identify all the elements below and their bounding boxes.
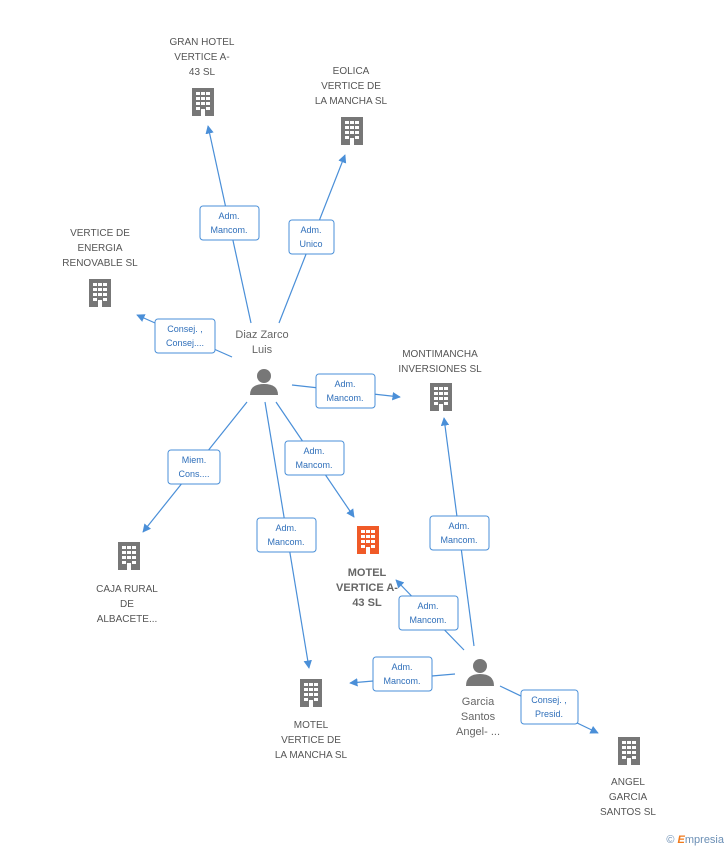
copyright-symbol: © [666,834,675,846]
edge-label-line2: Mancom. [440,535,477,545]
company-name-line2: VERTICE A- [174,52,229,63]
edge-label-line1: Consej. , [167,324,203,334]
company-node-eolica[interactable]: EOLICA VERTICE DE LA MANCHA SL [315,66,388,145]
edge-label-line1: Adm. [391,662,412,672]
company-name-line2: ENERGIA [77,243,122,254]
company-name-line1: EOLICA [333,66,370,77]
edge-label-line1: Adm. [300,225,321,235]
building-icon [118,542,140,570]
edge-label-line1: Adm. [448,521,469,531]
company-name-line3: SANTOS SL [600,807,656,818]
company-node-montimancha[interactable]: MONTIMANCHA INVERSIONES SL [398,349,482,411]
person-name-line2: Luis [252,344,273,356]
person-name-line2: Santos [461,711,496,723]
company-name-line1: CAJA RURAL [96,584,158,595]
company-node-caja-rural[interactable]: CAJA RURAL DE ALBACETE... [96,542,158,625]
edge-label-line2: Consej.... [166,338,204,348]
company-name-line1: MOTEL [294,720,329,731]
edge-label-line2: Cons.... [178,469,209,479]
edge-label-line2: Mancom. [383,676,420,686]
edge-label-garcia-motel-43[interactable]: Adm. Mancom. [398,595,459,631]
edge-label-garcia-motel-mancha[interactable]: Adm. Mancom. [372,656,433,692]
edge-label-diaz-montimancha[interactable]: Adm. Mancom. [315,373,376,409]
company-name-line1: ANGEL [611,777,645,788]
edge-label-line1: Adm. [334,379,355,389]
company-name-line3: LA MANCHA SL [315,96,388,107]
edge-label-diaz-motel-mancha[interactable]: Adm. Mancom. [256,517,317,553]
person-node-garcia-santos[interactable]: Garcia Santos Angel- ... [456,659,500,738]
brand-logo-initial: E [677,834,685,846]
company-name-line1: VERTICE DE [70,228,130,239]
building-icon [89,279,111,307]
building-icon [192,88,214,116]
edge-label-line1: Consej. , [531,695,567,705]
edge-label-line2: Mancom. [409,615,446,625]
company-node-angel-garcia-santos[interactable]: ANGEL GARCIA SANTOS SL [600,737,656,818]
building-icon [430,383,452,411]
edge-label-line1: Adm. [275,523,296,533]
edge-label-diaz-gran-hotel[interactable]: Adm. Mancom. [199,205,260,241]
person-name-line1: Diaz Zarco [235,329,288,341]
company-name-line3: ALBACETE... [97,614,158,625]
building-icon [341,117,363,145]
person-icon [250,369,278,395]
company-name-line2: VERTICE DE [281,735,341,746]
edge-label-garcia-montimancha[interactable]: Adm. Mancom. [429,515,490,551]
company-name-line1: MOTEL [348,567,387,579]
company-name-line2: INVERSIONES SL [398,364,482,375]
company-node-motel-vertice-a43[interactable]: MOTEL VERTICE A- 43 SL [336,526,398,609]
edge-label-line2: Presid. [535,709,563,719]
person-name-line1: Garcia [462,696,495,708]
company-node-motel-vertice-mancha[interactable]: MOTEL VERTICE DE LA MANCHA SL [275,679,348,761]
footer-brand: © Empresia [666,834,724,846]
edge-label-line2: Mancom. [267,537,304,547]
edge-label-diaz-eolica[interactable]: Adm. Unico [288,219,335,255]
edge-label-line1: Adm. [303,446,324,456]
company-name-line3: LA MANCHA SL [275,750,348,761]
edge-label-diaz-caja-rural[interactable]: Miem. Cons.... [167,449,221,485]
edge-label-line2: Mancom. [295,460,332,470]
edge-label-line2: Mancom. [326,393,363,403]
company-name-line3: RENOVABLE SL [62,258,138,269]
building-icon [300,679,322,707]
person-node-diaz-zarco[interactable]: Diaz Zarco Luis [235,329,289,395]
brand-logo-text: mpresia [684,834,724,846]
company-name-line2: GARCIA [609,792,648,803]
company-name-line1: GRAN HOTEL [169,37,234,48]
edge-label-line2: Unico [299,239,322,249]
building-icon [618,737,640,765]
company-node-gran-hotel[interactable]: GRAN HOTEL VERTICE A- 43 SL [169,37,235,116]
company-name-line2: VERTICE DE [321,81,381,92]
company-name-line3: 43 SL [189,67,216,78]
company-name-line2: VERTICE A- [336,582,398,594]
edge-label-diaz-motel-43[interactable]: Adm. Mancom. [284,440,345,476]
edge-label-line1: Adm. [417,601,438,611]
person-icon [466,659,494,686]
company-name-line1: MONTIMANCHA [402,349,478,360]
edge-label-line1: Adm. [218,211,239,221]
edge-label-garcia-angel[interactable]: Consej. , Presid. [520,689,579,725]
person-name-line3: Angel- ... [456,726,500,738]
company-node-vertice-energia[interactable]: VERTICE DE ENERGIA RENOVABLE SL [62,228,138,307]
edge-label-line1: Miem. [182,455,207,465]
edge-label-line2: Mancom. [210,225,247,235]
company-name-line2: DE [120,599,134,610]
edge-label-diaz-vertice-energia[interactable]: Consej. , Consej.... [154,318,216,354]
company-name-line3: 43 SL [352,597,382,609]
building-icon [357,526,379,554]
